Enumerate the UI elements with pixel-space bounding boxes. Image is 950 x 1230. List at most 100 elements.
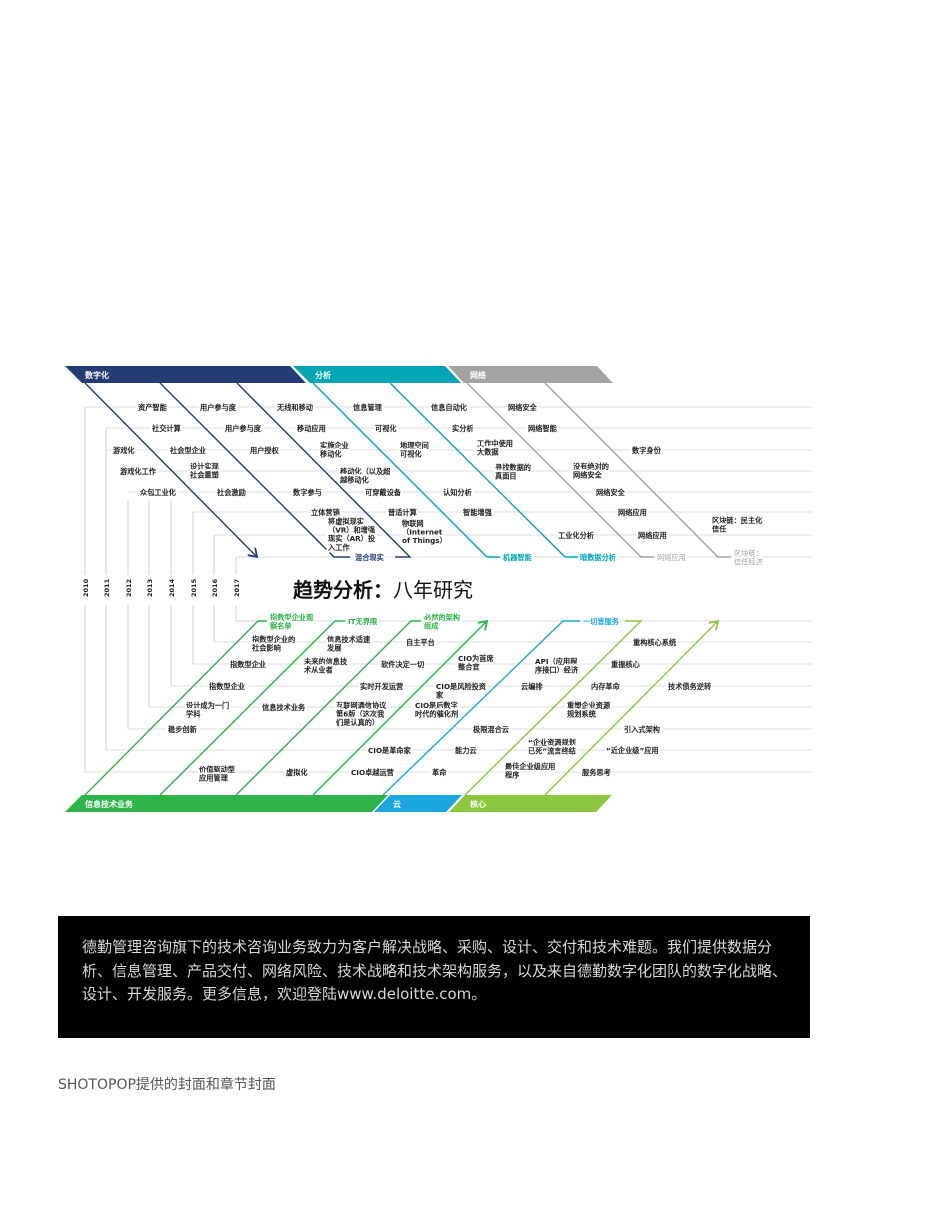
label-line: 移动化（以及超 [340, 467, 391, 476]
banner-analytics-label: 分析 [315, 370, 331, 380]
year-labels: 2010 2011 2012 2013 2014 2015 2016 2017 [82, 578, 241, 597]
banner-core [449, 795, 612, 812]
banner-it-business [65, 795, 388, 812]
label-line: 规划系统 [566, 710, 597, 719]
year-label: 2010 [82, 578, 90, 597]
label-line: 寻找数据的 [495, 463, 531, 472]
trend-label-2017: 混合现实 [355, 553, 384, 562]
trend-label: 内存革命 [591, 682, 621, 691]
year-label: 2011 [103, 578, 111, 597]
label-line: 程序 [504, 771, 520, 780]
label-line: 组成 [424, 622, 439, 631]
label-line: CIO为首席 [458, 654, 494, 663]
digital-line-2011 [159, 382, 350, 558]
trend-label: 寻找数据的真面目 [495, 463, 531, 481]
trend-label: 实时开发运营 [360, 682, 403, 691]
trend-label: API（应用程序接口）经济 [535, 657, 579, 675]
trend-label: 社交计算 [151, 424, 181, 433]
trend-label: 普适计算 [388, 508, 417, 517]
trend-label: 技术债务逆转 [668, 682, 712, 691]
network-line-2 [544, 382, 731, 558]
trend-label: 革命 [432, 768, 447, 777]
page-title: 趋势分析：八年研究 [293, 578, 473, 602]
label-line: 大数据 [477, 448, 499, 457]
trend-label: 社会激励 [216, 488, 246, 497]
banner-cloud-label: 云 [393, 800, 401, 809]
trend-label: 无线和移动 [276, 403, 313, 412]
it-line-1 [84, 620, 267, 796]
trend-label: CIO为首席整合官 [457, 654, 494, 672]
label-line: 真面目 [495, 472, 517, 481]
label-line: 信息技术适速 [327, 635, 371, 644]
label-line: 互联网通信协议 [336, 701, 387, 710]
label-line: 社会重塑 [189, 471, 220, 480]
trend-label: 最佳企业级应用程序 [504, 762, 555, 780]
label-line: 学科 [186, 710, 201, 719]
trend-label: 引入式架构 [624, 725, 660, 734]
trend-label-2017: IT无界限 [348, 617, 378, 626]
trend-label-2017: 指数型企业观察名单 [269, 613, 314, 631]
label-line: 应用管理 [199, 774, 229, 783]
trend-label: 没有绝对的网络安全 [573, 462, 609, 480]
label-line: 整合官 [457, 663, 480, 672]
trend-label: 设计实现社会重塑 [189, 462, 220, 480]
trend-label-2017: 必然的架构组成 [423, 613, 460, 631]
trend-label: 社会型企业 [169, 446, 206, 455]
trend-label: “近企业级”应用 [606, 746, 659, 755]
info-text: 德勤管理咨询旗下的技术咨询业务致力为客户解决战略、采购、设计、交付和技术难题。我… [82, 938, 788, 1003]
trend-label: 用户参与度 [224, 424, 262, 433]
trend-label: 信息技术适速发展 [326, 635, 371, 653]
trend-label: 用户授权 [249, 446, 280, 455]
trend-label: 实施企业移动化 [320, 441, 349, 459]
label-line: 现实（AR）投 [328, 534, 376, 543]
label-line: （VR）和增强 [328, 526, 376, 535]
banner-digital-label: 数字化 [85, 370, 109, 380]
label-line: 实施企业 [320, 441, 349, 450]
trend-label: 重构核心系统 [633, 638, 677, 647]
trend-label: 网络安全 [596, 488, 626, 497]
trend-label: 区块链：民主化信任 [712, 516, 763, 534]
trend-label: 自主平台 [406, 638, 435, 647]
label-line: 家 [436, 691, 444, 700]
digital-line-2010 [84, 382, 257, 557]
trend-label-2017: 网络应用 [657, 553, 686, 562]
banner-digital [65, 366, 306, 383]
trend-label: 信息管理 [353, 403, 383, 412]
trend-label-2017: 暗数据分析 [580, 553, 617, 562]
trend-label: CIO卓越运营 [351, 768, 394, 777]
year-label: 2012 [125, 579, 133, 597]
label-line: 物联网 [402, 519, 424, 528]
bottom-banners: 信息技术业务 云 核心 [65, 795, 612, 812]
trend-label: 指数型企业 [230, 660, 266, 669]
trend-label: 未来的信息技术从业者 [303, 657, 348, 675]
trend-label: 信息技术业务 [262, 703, 306, 712]
year-label: 2014 [168, 578, 176, 597]
label-line: 越移动化 [339, 476, 370, 485]
banner-analytics [293, 366, 461, 383]
trend-label-2017: 机器智能 [503, 553, 533, 562]
trend-label: 地理空间可视化 [400, 441, 429, 459]
trend-label: 网络安全 [508, 403, 538, 412]
bottom-labels: 指数型企业观察名单 IT无界限 必然的架构组成 一切皆服务 指数型企业的社会影响… [166, 611, 714, 785]
top-row-lines [85, 406, 812, 773]
trend-label: 网络应用 [618, 508, 647, 517]
trend-label: 云编排 [521, 682, 543, 691]
label-line: 发展 [326, 644, 342, 653]
trend-label: 用户参与度 [199, 403, 237, 412]
it-line-2 [159, 620, 345, 796]
year-label: 2017 [233, 579, 241, 597]
title-light: 八年研究 [393, 578, 473, 602]
trend-label: 众包工业化 [140, 488, 177, 497]
bottom-diagonals [84, 620, 718, 796]
trend-label: “企业资源规划已死”流言终结 [528, 738, 576, 756]
trend-label-2017: 一切皆服务 [583, 617, 620, 626]
banner-network-label: 网络 [470, 370, 486, 380]
trend-label: 网络智能 [528, 424, 558, 433]
trend-label: 稳步创新 [168, 725, 198, 734]
network-line-1 [466, 382, 654, 558]
label-line: 已死”流言终结 [528, 747, 576, 756]
trend-label: 游戏化工作 [120, 467, 157, 476]
label-line: 工作中使用 [477, 439, 513, 448]
label-line: 术从业者 [304, 666, 333, 675]
